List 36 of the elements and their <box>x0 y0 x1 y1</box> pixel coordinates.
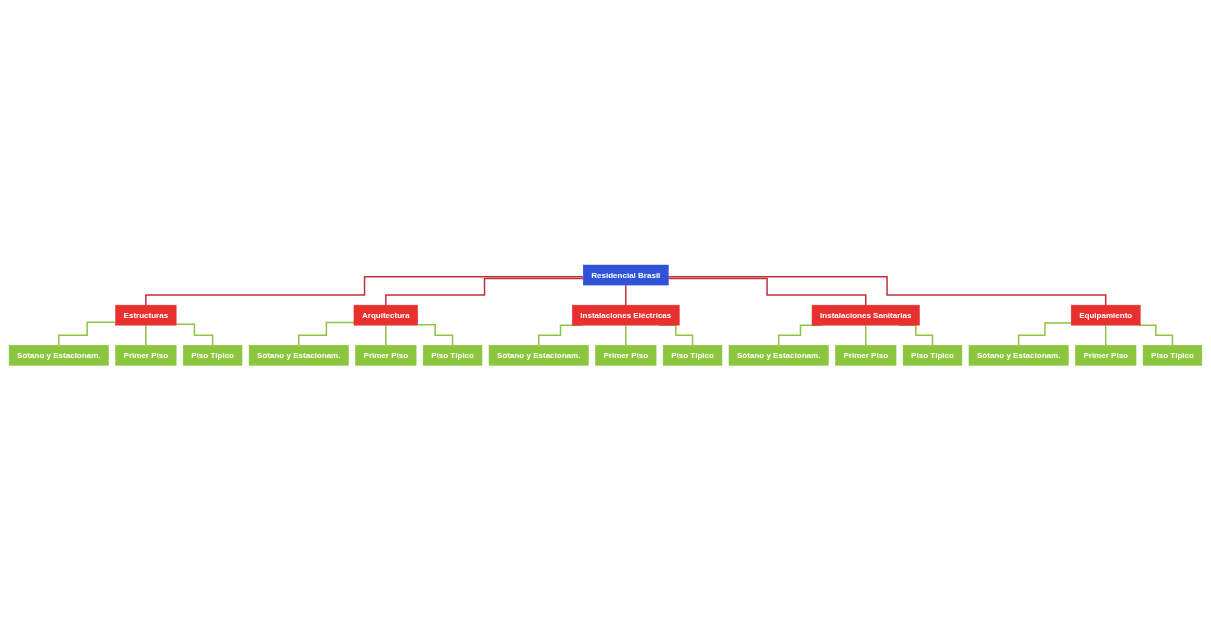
connector <box>1104 324 1107 346</box>
node-box: Primer Piso <box>835 344 897 366</box>
node-box: Primer Piso <box>595 344 657 366</box>
connector <box>625 324 627 346</box>
connector <box>145 275 584 306</box>
node-box: Instalaciones Eléctricas <box>572 304 680 326</box>
connector <box>385 277 584 306</box>
node-box: Arquitectura <box>353 304 418 326</box>
connector <box>298 321 355 346</box>
connector <box>865 324 867 346</box>
node-box: Primer Piso <box>1075 344 1137 366</box>
node-box: Sótano y Estacionam. <box>968 344 1069 366</box>
connector <box>58 321 117 346</box>
node-box: Sótano y Estacionam. <box>488 344 589 366</box>
connector <box>1017 322 1072 346</box>
connector <box>145 324 147 346</box>
node-box: Instalaciones Sanitarias <box>811 304 920 326</box>
connector <box>667 275 1107 306</box>
connector <box>625 284 627 306</box>
connector <box>416 323 454 346</box>
node-box: Sótano y Estacionam. <box>248 344 349 366</box>
node-box: Residencial Brasil <box>582 264 669 286</box>
node-box: Primer Piso <box>355 344 417 366</box>
connector <box>175 323 214 346</box>
connector <box>667 277 867 306</box>
node-box: Piso Típico <box>1142 344 1203 366</box>
node-box: Equipamiento <box>1070 304 1141 326</box>
node-box: Sótano y Estacionam. <box>8 344 109 366</box>
node-box: Piso Típico <box>902 344 963 366</box>
connector <box>385 324 387 346</box>
node-box: Piso Típico <box>422 344 483 366</box>
node-box: Sótano y Estacionam. <box>728 344 829 366</box>
node-box: Primer Piso <box>115 344 177 366</box>
node-box: Piso Típico <box>182 344 243 366</box>
node-box: Estructuras <box>115 304 177 326</box>
node-box: Piso Típico <box>662 344 723 366</box>
